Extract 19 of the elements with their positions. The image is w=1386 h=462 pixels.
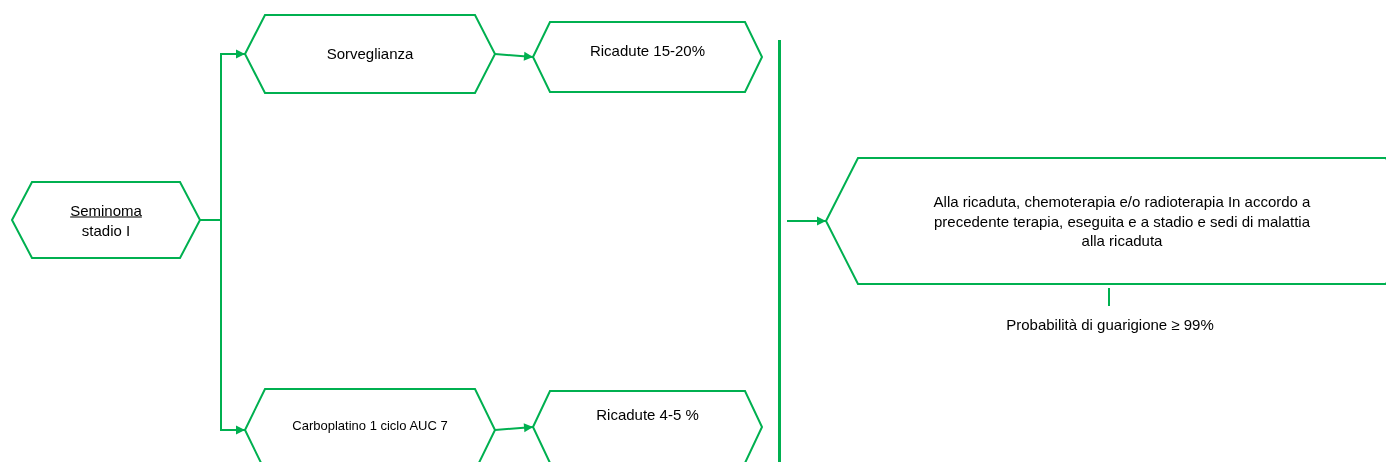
connector-arrow xyxy=(199,219,246,435)
hexagon-box xyxy=(245,14,495,94)
connector-arrow xyxy=(494,423,534,433)
node-text: Seminoma xyxy=(69,200,143,220)
node-text: Carboplatino 1 ciclo AUC 7 xyxy=(291,417,449,435)
connector-arrow xyxy=(786,216,827,226)
connector-arrow xyxy=(494,51,534,61)
node-text: Ricadute 4-5 % xyxy=(595,405,700,425)
hexagon-box xyxy=(533,21,762,93)
node-text: Sorveglianza xyxy=(325,44,415,64)
node-text: stadio I xyxy=(80,220,132,240)
hexagon-box xyxy=(12,181,200,259)
hexagon-box xyxy=(245,388,495,462)
result-text: Probabilità di guarigione ≥ 99% xyxy=(1005,315,1215,335)
node-text: Alla ricaduta, chemoterapia e/o radioterapia In accordo a precedente terapia, eseguita e a stadio e sedi di malattia alla ricaduta xyxy=(932,191,1312,251)
hexagon-box xyxy=(533,390,762,462)
hexagon-box xyxy=(826,157,1386,285)
node-text: Ricadute 15-20% xyxy=(588,41,707,61)
divider-bar xyxy=(778,40,781,462)
